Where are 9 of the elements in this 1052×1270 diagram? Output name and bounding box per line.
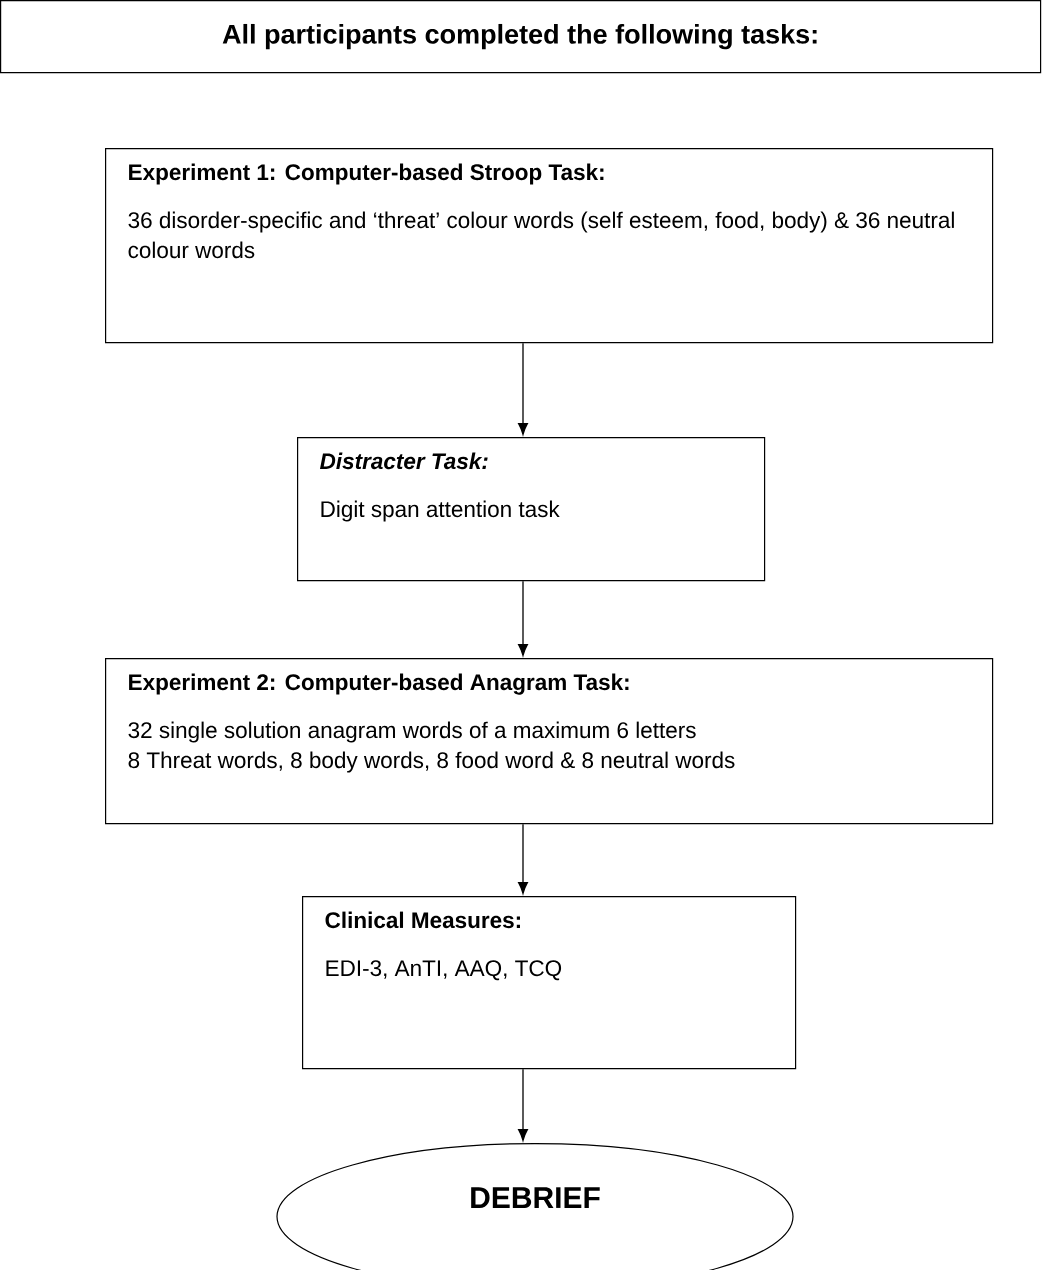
arrow [518,342,528,436]
process-box: Clinical Measures: EDI-3, AnTI, AAQ, TCQ [302,896,797,1070]
title-box: All participants completed the following tasks: [0,0,1042,74]
process-box: Experiment 2: Computer-based Anagram Task: 32 single solution anagram words of a maximum 6 letters 8 Threat words, 8 body words, 8 food word & 8 neutral words [105,658,994,825]
arrow [518,1068,528,1142]
arrow [518,823,528,895]
arrow [518,580,528,657]
process-box: Distracter Task: Digit span attention task [297,437,766,582]
process-box: Experiment 1: Computer-based Stroop Task: 36 disorder-specific and ‘threat’ colour words (self esteem, food, body) & 36 neutral colour words [105,148,994,344]
